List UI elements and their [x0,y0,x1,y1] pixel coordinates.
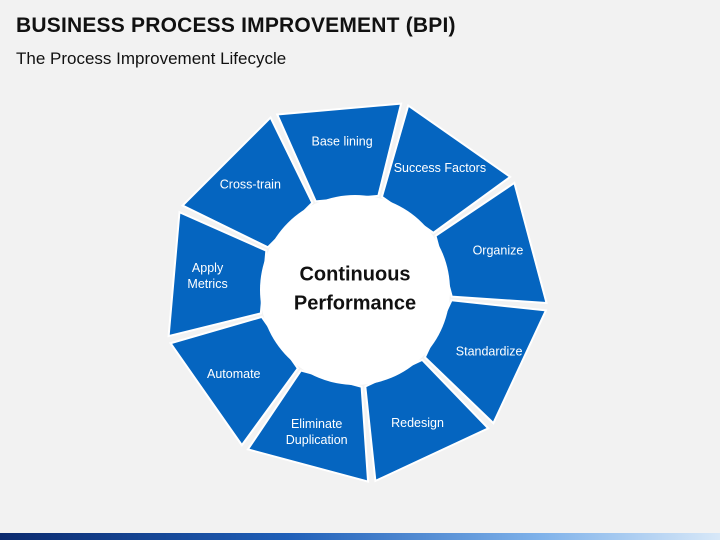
segment-label: Success Factors [394,161,486,175]
segment-label: Base lining [312,135,373,149]
page-subtitle: The Process Improvement Lifecycle [16,49,287,68]
wheel-segment [423,299,548,425]
wheel-segment [180,115,314,249]
wheel-segment [434,181,548,305]
segment-label: Organize [473,244,524,258]
wheel-segment [364,358,490,483]
page-title: BUSINESS PROCESS IMPROVEMENT (BPI) [16,14,456,37]
wheel-segment [246,369,370,483]
segment-label: Redesign [391,416,444,430]
wheel-segment [380,103,512,235]
wheel-segment [167,210,268,338]
segment-label: Cross-train [220,178,281,192]
center-circle [260,195,450,385]
wheel-segment [275,102,403,203]
wheel-segment [168,315,300,447]
segment-label: Automate [207,367,261,381]
segment-label: Standardize [456,345,523,359]
footer-bar [0,533,720,540]
